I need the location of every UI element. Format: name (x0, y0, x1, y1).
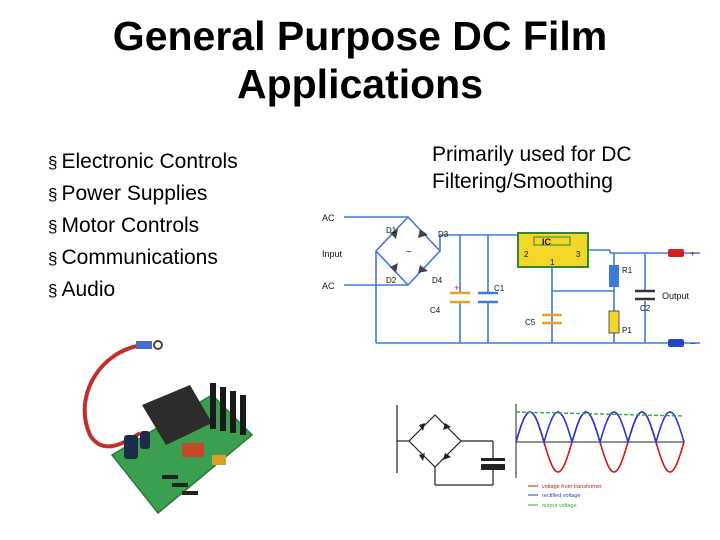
bullet-item: Electronic Controls (48, 146, 237, 178)
c1-label: C1 (494, 284, 505, 293)
usage-note: Primarily used for DC Filtering/Smoothin… (432, 141, 702, 195)
heatsink (210, 383, 246, 435)
bridge-diodes (390, 229, 428, 273)
positive-terminal (668, 249, 684, 257)
plus-sign: + (690, 249, 695, 259)
bullet-item: Power Supplies (48, 178, 238, 210)
ic-pin-2: 2 (524, 250, 529, 259)
smoothing-capacitor-plate (481, 458, 505, 461)
ic-pin-1: 1 (550, 258, 555, 267)
smoothing-capacitor-plate-2 (481, 464, 505, 470)
d2-label: D2 (386, 276, 397, 285)
c2-capacitor (635, 289, 655, 301)
application-bullet-list: Electronic Controls Power Supplies Motor… (48, 146, 238, 306)
d3-label: D3 (438, 230, 449, 239)
slide-title: General Purpose DC Film Applications (40, 12, 680, 108)
p1-label: P1 (622, 326, 632, 335)
film-capacitor (182, 443, 204, 457)
rectified-voltage-wave (515, 411, 685, 445)
ac-bottom-label: AC (322, 281, 335, 291)
power-supply-schematic: AC Input AC ~ D1 D2 D3 D4 + C4 C1 IC 2 3… (322, 213, 700, 350)
film-capacitor-yellow (212, 455, 226, 465)
c2-label: C2 (640, 304, 651, 313)
c4-capacitor: + (450, 283, 470, 304)
title-line-2: Applications (236, 61, 484, 107)
d4-label: D4 (432, 276, 443, 285)
ac-tilde-icon: ~ (406, 247, 412, 258)
red-wire (82, 343, 145, 449)
c5-label: C5 (525, 318, 536, 327)
bullet-item: Audio (48, 274, 238, 306)
c4-label: C4 (430, 306, 441, 315)
output-label: Output (662, 291, 690, 301)
regulator-ic (517, 232, 589, 268)
ac-top-label: AC (322, 213, 335, 223)
ic-label: IC (542, 237, 552, 247)
c5-capacitor (542, 313, 562, 325)
svg-text:+: + (454, 283, 459, 293)
bullet-item: Motor Controls (48, 210, 238, 242)
d1-label: D1 (386, 226, 397, 235)
electrolytic-capacitor (124, 435, 138, 459)
board-diodes (162, 475, 198, 495)
pcb-photo (82, 340, 254, 515)
title-line-1: General Purpose DC Film (112, 13, 608, 59)
legend-output: output voltage (542, 503, 577, 509)
electrolytic-capacitor-small (140, 431, 150, 449)
input-label: Input (322, 249, 343, 259)
minus-sign: − (690, 339, 696, 350)
legend-rectified: rectified voltage (542, 493, 581, 499)
p1-potentiometer (608, 310, 620, 334)
waveform-graph: voltage from transformer rectified volta… (515, 404, 685, 509)
note-line-1: Primarily used for DC (432, 143, 632, 166)
c1-capacitor (478, 291, 498, 304)
transformer (142, 385, 212, 445)
bullet-item: Communications (48, 242, 238, 274)
legend-transformer: voltage from transformer (542, 484, 602, 490)
rectifier-schematic (396, 405, 505, 486)
negative-terminal (668, 339, 684, 347)
r1-resistor (609, 265, 619, 287)
ring-terminal-icon (153, 340, 163, 350)
note-line-2: Filtering/Smoothing (432, 170, 613, 193)
output-voltage-line (515, 411, 685, 417)
wire-connector (136, 341, 152, 349)
r1-label: R1 (622, 266, 633, 275)
ic-pin-3: 3 (576, 250, 581, 259)
